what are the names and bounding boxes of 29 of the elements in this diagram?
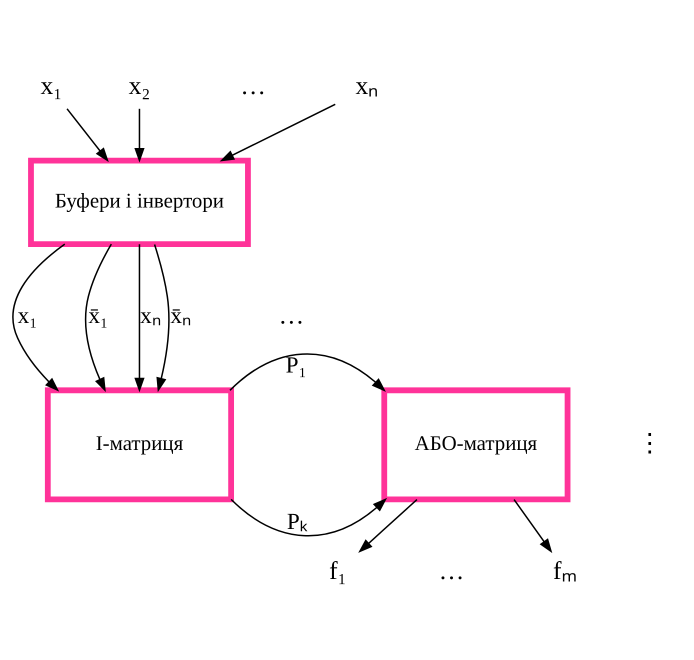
arrow [134, 108, 145, 163]
node-box: І-матриця [44, 387, 234, 502]
arrow [358, 498, 418, 553]
arrow [134, 244, 145, 392]
node-text: xₙ [355, 71, 378, 100]
node-text: fₘ [552, 556, 578, 585]
label: … [240, 71, 266, 100]
arrow [220, 104, 336, 162]
label: … [438, 556, 464, 585]
node-text: f₁ [329, 556, 347, 585]
edge-label: x̄ₙ [170, 303, 191, 330]
edge-label: xₙ [140, 303, 161, 330]
arrow [84, 244, 112, 392]
node-text: x₁ [40, 71, 62, 100]
node-text: x₂ [128, 71, 150, 100]
edge-label: Pₖ [286, 508, 308, 535]
edge-label: x₁ [18, 303, 38, 330]
node-box: Буфери і інвертори [28, 158, 251, 248]
arrow [513, 499, 552, 554]
edge-label: P₁ [286, 352, 307, 379]
arrow [12, 244, 66, 392]
edge-label: x̄₁ [88, 303, 108, 330]
arrow [230, 498, 388, 536]
arrow [229, 353, 386, 392]
label: ⋮ [636, 428, 663, 458]
label: … [278, 300, 304, 330]
arrow [154, 244, 170, 392]
arrow [66, 108, 109, 162]
node-box: АБО-матриця [381, 387, 570, 502]
